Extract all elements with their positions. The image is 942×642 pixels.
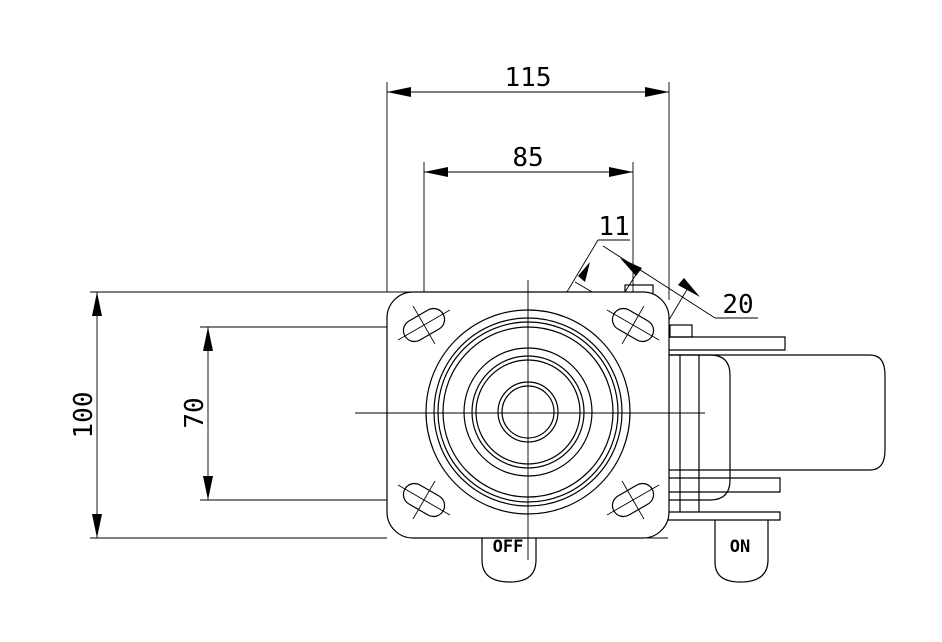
dim-label-85: 85: [512, 143, 543, 173]
dim-label-11: 11: [598, 212, 629, 242]
mounting-slots: [397, 305, 660, 520]
dimension-hole-spacing-width: 85: [424, 143, 633, 177]
brake-label-off: OFF: [493, 537, 524, 557]
dim-label-115: 115: [505, 63, 552, 93]
wheel-fork-side-view: OFF ON: [481, 284, 886, 583]
dim-label-70: 70: [180, 397, 210, 428]
dim-label-20: 20: [722, 290, 753, 320]
top-plate: [355, 280, 705, 560]
center-lines: [355, 280, 705, 560]
dim-label-100: 100: [69, 392, 99, 439]
dimension-slot-length: 20: [602, 245, 758, 336]
dimension-hole-spacing-height: 70: [180, 327, 213, 500]
dimension-overall-width: 115: [387, 63, 669, 97]
dimension-overall-height: 100: [69, 292, 102, 538]
brake-label-on: ON: [730, 537, 750, 557]
